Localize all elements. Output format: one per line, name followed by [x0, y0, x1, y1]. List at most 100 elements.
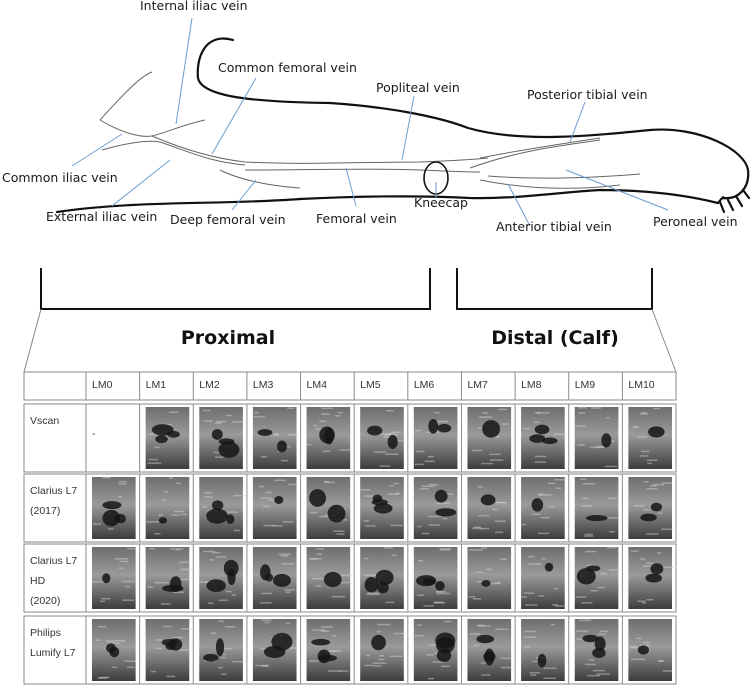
speckle: [579, 478, 586, 481]
speckle: [385, 453, 399, 455]
speckle: [119, 560, 129, 563]
vessel-lumen: [640, 513, 657, 522]
speckle: [473, 526, 481, 529]
speckle: [576, 630, 589, 632]
speckle: [233, 529, 241, 532]
speckle: [288, 483, 297, 486]
ultrasound-background: [628, 477, 672, 539]
ultrasound-background: [467, 407, 512, 469]
vessel-lumen: [211, 500, 224, 511]
speckle: [643, 641, 650, 644]
speckle: [278, 553, 291, 555]
vessel-lumen: [544, 562, 554, 572]
speckle: [306, 443, 312, 446]
speckle: [480, 662, 489, 664]
speckle: [117, 495, 123, 498]
speckle: [108, 528, 114, 530]
vessel-lumen: [435, 508, 457, 517]
speckle: [495, 628, 509, 631]
ultrasound-image: [252, 547, 297, 609]
speckle: [321, 626, 333, 628]
distal-bracket: [456, 268, 653, 310]
column-header: LM1: [146, 379, 167, 391]
speckle: [595, 445, 605, 448]
speckle: [127, 666, 135, 669]
speckle: [260, 647, 266, 650]
speckle: [500, 666, 513, 669]
ultrasound-image: [199, 407, 246, 469]
vessel-lumen: [436, 648, 452, 662]
ultrasound-background: [413, 407, 458, 469]
speckle: [585, 550, 596, 553]
ultrasound-image: [521, 477, 567, 539]
speckle: [308, 558, 322, 560]
speckle: [372, 662, 387, 664]
speckle: [281, 459, 288, 462]
speckle: [436, 590, 443, 593]
speckle: [173, 636, 184, 639]
toe-1: [718, 200, 726, 214]
speckle: [494, 582, 501, 584]
vessel-lumen: [311, 638, 331, 646]
speckle: [575, 596, 587, 598]
speckle: [432, 661, 446, 663]
column-header: LM2: [199, 379, 220, 391]
vessel-lumen: [648, 426, 665, 438]
toe-2: [726, 198, 735, 212]
speckle: [428, 515, 441, 518]
speckle: [210, 632, 217, 634]
ultrasound-background: [92, 547, 136, 609]
speckle: [261, 592, 272, 595]
speckle: [639, 644, 651, 647]
speckle: [329, 650, 342, 652]
ultrasound-image: [521, 407, 567, 469]
label-external-iliac: External iliac vein: [46, 209, 157, 224]
speckle: [416, 594, 425, 596]
speckle: [309, 660, 319, 662]
vessel-lumen: [373, 503, 393, 514]
speckle: [597, 586, 605, 589]
toe-3: [734, 194, 744, 208]
vessel-lumen: [371, 499, 388, 506]
speckle: [481, 674, 487, 676]
ultrasound-image: [521, 619, 565, 681]
speckle: [178, 649, 189, 651]
speckle: [552, 604, 558, 606]
speckle: [414, 463, 424, 466]
speckle: [630, 550, 639, 552]
vessel-lumen: [309, 489, 327, 507]
speckle: [637, 436, 647, 438]
speckle: [170, 548, 184, 550]
speckle: [164, 491, 169, 493]
label-posterior-tibial: Posterior tibial vein: [527, 87, 648, 102]
label-common-femoral: Common femoral vein: [218, 60, 357, 75]
speckle: [154, 639, 163, 641]
speckle: [218, 620, 225, 622]
speckle: [97, 625, 107, 628]
speckle: [521, 596, 527, 598]
column-header: LM9: [575, 379, 596, 391]
speckle: [180, 513, 187, 516]
ultrasound-background: [467, 477, 512, 539]
ultrasound-image: [360, 547, 404, 609]
speckle: [476, 624, 485, 627]
label-peroneal: Peroneal vein: [653, 214, 738, 229]
speckle: [587, 674, 601, 677]
speckle: [642, 602, 647, 604]
vessel-lumen: [274, 496, 284, 504]
speckle: [428, 483, 439, 486]
speckle: [218, 599, 228, 601]
speckle: [434, 601, 444, 604]
speckle: [581, 602, 593, 604]
speckle: [175, 548, 181, 551]
speckle: [581, 505, 593, 507]
speckle: [657, 512, 663, 514]
speckle: [394, 439, 406, 442]
speckle: [524, 604, 538, 606]
speckle: [469, 633, 481, 635]
speckle: [500, 657, 512, 660]
speckle: [390, 524, 403, 527]
speckle: [282, 521, 294, 523]
speckle: [216, 420, 227, 423]
speckle: [530, 674, 537, 676]
